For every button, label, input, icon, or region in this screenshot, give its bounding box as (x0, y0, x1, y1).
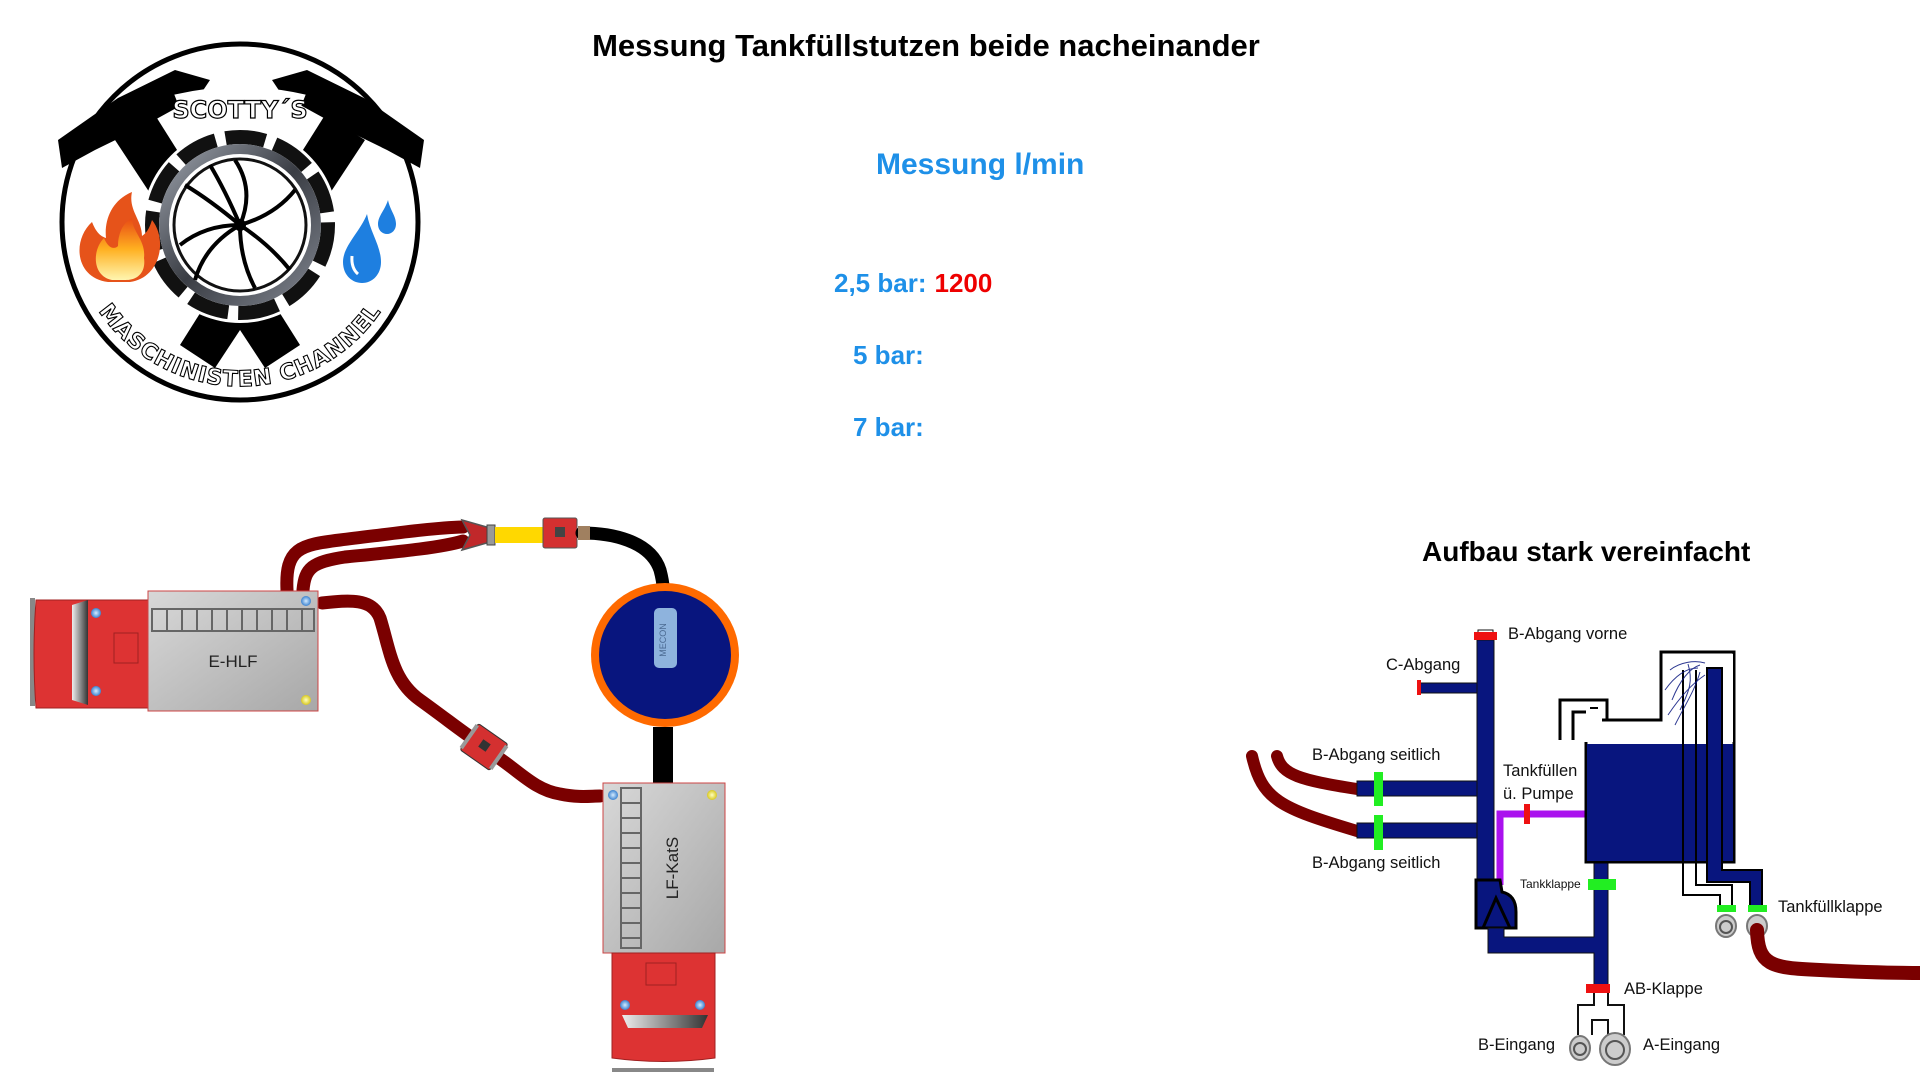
pump-impeller-icon (142, 127, 338, 323)
vehicle-water-tank (1558, 650, 1763, 911)
valve-c-abgang (1417, 680, 1421, 695)
mecon-device (654, 608, 677, 668)
hose-b-3 (315, 594, 479, 745)
valve-ab-klappe (1586, 984, 1610, 993)
label-b-abgang-seitlich-2: B-Abgang seitlich (1312, 854, 1441, 872)
valve-tankfuellklappe-2 (1748, 905, 1767, 912)
hose-b-3b (489, 749, 607, 803)
adapter-hose-yellow (495, 527, 543, 543)
label-b-abgang-seitlich-1: B-Abgang seitlich (1312, 746, 1441, 764)
hose-b-1 (280, 520, 470, 597)
measurement-row-5-bar: 5 bar: (853, 340, 932, 371)
label-tankfuellen-1: Tankfüllen (1503, 762, 1578, 780)
logo-top-text: SCOTTY´S (172, 96, 307, 124)
label-c-abgang: C-Abgang (1386, 656, 1461, 674)
hose-tankfuell (1750, 923, 1920, 980)
label-tankfuellklappe: Tankfüllklappe (1778, 898, 1883, 916)
flame-icon (79, 192, 161, 282)
schematic-title: Aufbau stark vereinfacht (1422, 536, 1751, 567)
coupling-tankfuell-1 (1715, 914, 1737, 938)
valve-b-seitlich-2 (1374, 815, 1383, 850)
label-a-eingang: A-Eingang (1643, 1036, 1721, 1054)
label-tankfuellen-2: ü. Pumpe (1503, 785, 1574, 803)
svg-text:E-HLF: E-HLF (208, 652, 257, 671)
label-b-abgang-vorne: B-Abgang vorne (1508, 625, 1628, 643)
coupling-a-eingang (1599, 1032, 1631, 1066)
valve-b-seitlich-1 (1374, 772, 1383, 806)
pump-icon (1474, 878, 1518, 930)
valve-b-abgang-vorne (1474, 632, 1497, 640)
tank-outlet-hose (653, 727, 673, 783)
water-drops-icon (343, 200, 396, 283)
coupling-b-eingang (1569, 1035, 1591, 1061)
vehicle-e-hlf: E-HLF (30, 590, 319, 712)
measurement-heading: Messung l/min (876, 148, 1085, 181)
water-tank: MECON (591, 583, 739, 727)
main-riser-pipe (1476, 639, 1495, 903)
measurement-row-2-5-bar: 2,5 bar:1200 (834, 268, 992, 299)
collecting-piece (460, 518, 496, 552)
measurement-label: 5 bar: (853, 340, 924, 370)
svg-text:MECON: MECON (658, 623, 668, 657)
measurement-value: 1200 (934, 268, 993, 298)
measurement-row-7-bar: 7 bar: (853, 412, 932, 443)
label-b-eingang: B-Eingang (1478, 1036, 1556, 1054)
hose-b-2 (296, 534, 470, 597)
measurement-label: 7 bar: (853, 412, 924, 442)
valve-tankklappe (1588, 879, 1616, 890)
measurement-label: 2,5 bar: (834, 268, 927, 298)
valve-tankfuellen-pumpe (1524, 804, 1530, 824)
valve-tankfuellklappe-1 (1717, 905, 1736, 912)
label-tankklappe: Tankklappe (1520, 877, 1581, 891)
label-ab-klappe: AB-Klappe (1624, 980, 1703, 998)
page-title: Messung Tankfüllstutzen beide nacheinand… (592, 28, 1260, 63)
flow-meter-2 (459, 723, 509, 771)
vehicle-lf-kats: LF-KatS (602, 782, 726, 1072)
svg-text:LF-KatS: LF-KatS (663, 837, 682, 899)
